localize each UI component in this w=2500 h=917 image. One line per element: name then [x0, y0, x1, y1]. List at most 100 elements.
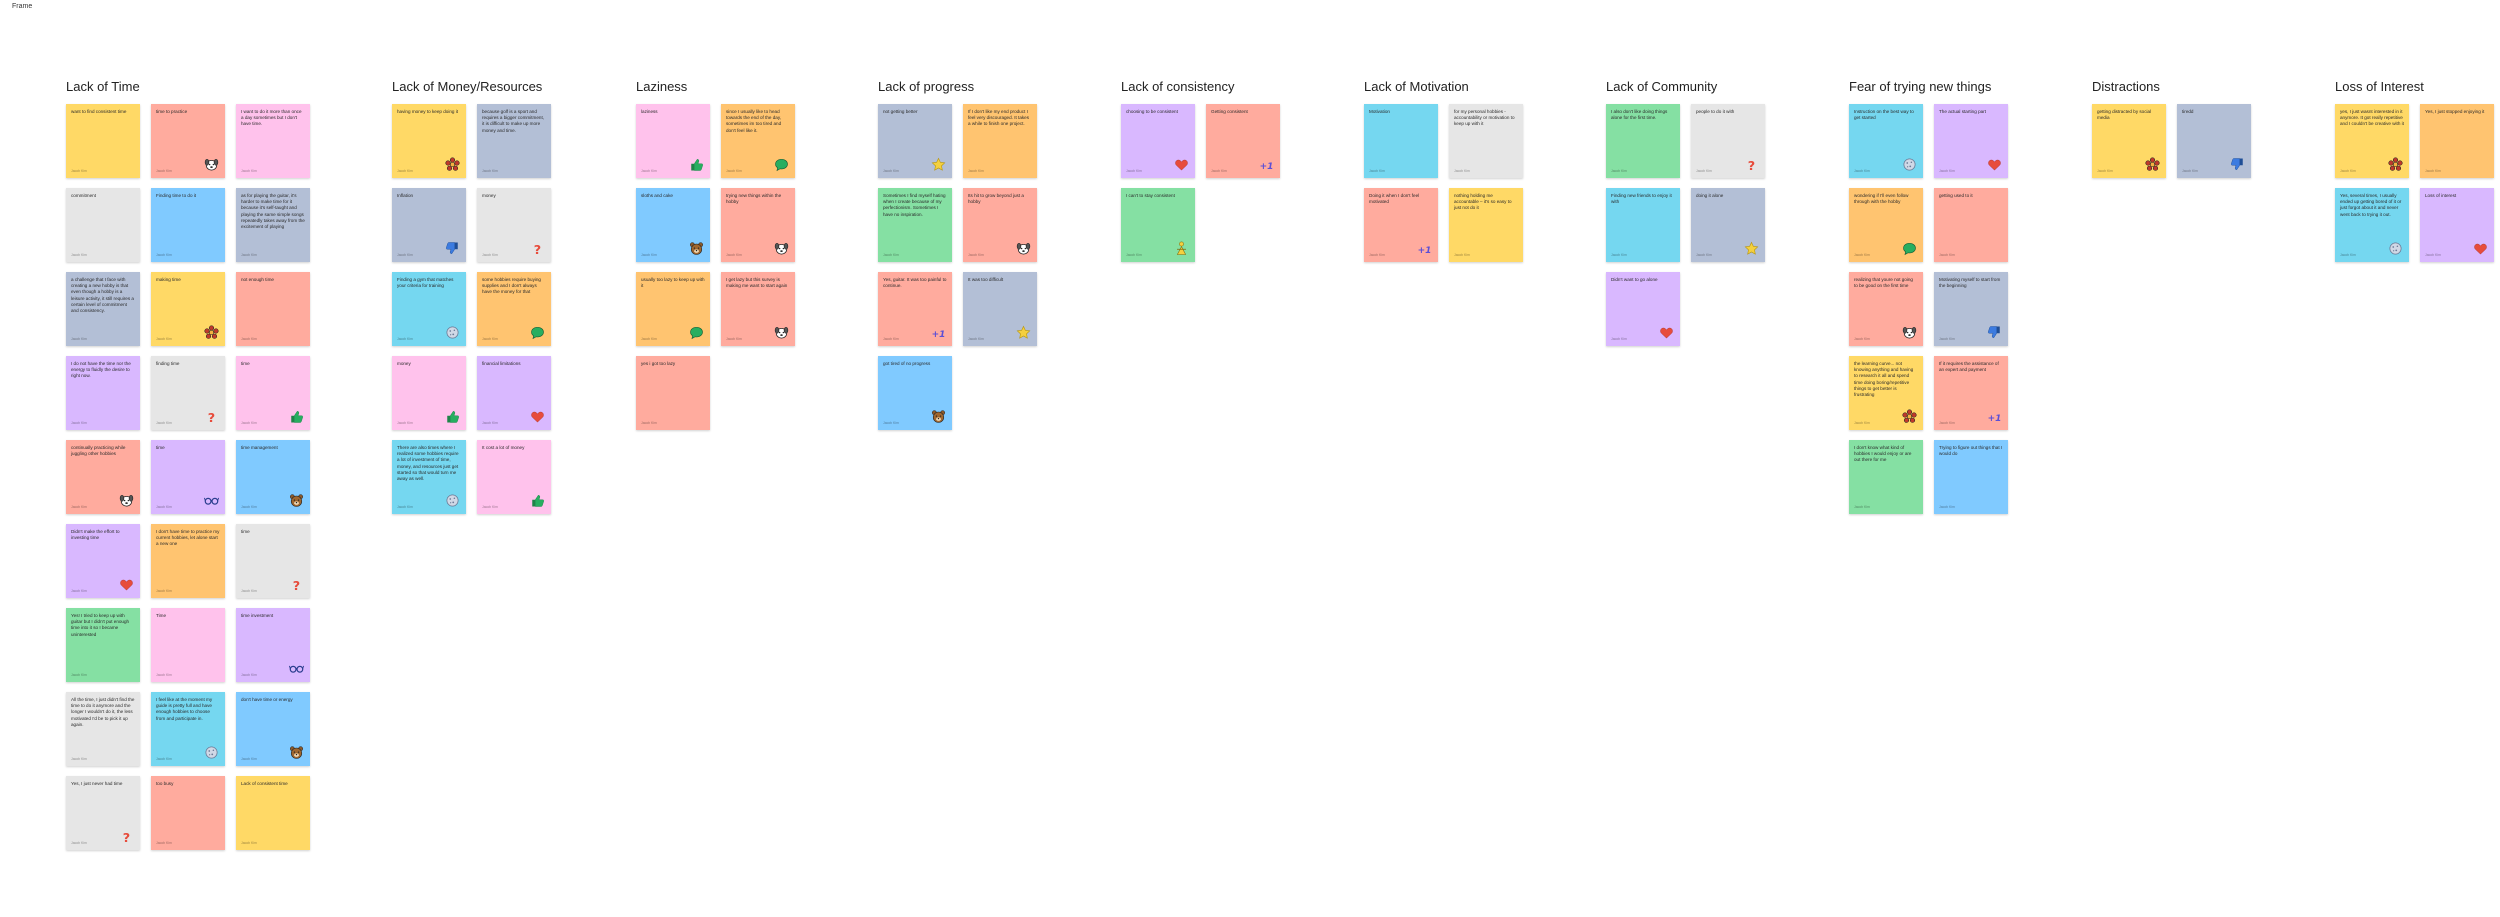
- sticky-note[interactable]: I don't know what kind of hobbies I woul…: [1849, 440, 1923, 514]
- sticky-note[interactable]: Yes, guitar. It was too painful to conti…: [878, 272, 952, 346]
- sticky-note[interactable]: as for playing the guitar, it's harder t…: [236, 188, 310, 262]
- sticky-note[interactable]: nothing holding me accountable – it's so…: [1449, 188, 1523, 262]
- sticky-note[interactable]: since I usually like to head towards the…: [721, 104, 795, 178]
- cluster-title[interactable]: Laziness: [636, 79, 688, 94]
- sticky-note-author: Jacob Kim: [883, 253, 899, 257]
- cluster-title[interactable]: Distractions: [2092, 79, 2160, 94]
- heart-sticker-icon: [2473, 241, 2488, 256]
- thumbsup-sticker-icon: [289, 409, 304, 424]
- sticky-note[interactable]: All the time, I just didn't find the tim…: [66, 692, 140, 766]
- cluster-title[interactable]: Loss of Interest: [2335, 79, 2424, 94]
- sticky-note-author: Jacob Kim: [397, 421, 413, 425]
- sticky-note[interactable]: Instruction on the best way to get start…: [1849, 104, 1923, 178]
- sticky-note[interactable]: realizing that youre not going to be goo…: [1849, 272, 1923, 346]
- sticky-note-text: It was too difficult: [968, 277, 1004, 282]
- sticky-note[interactable]: I get lazy but this survey is making me …: [721, 272, 795, 346]
- sticky-note[interactable]: If I don't like my end product I feel ve…: [963, 104, 1037, 178]
- cluster-title[interactable]: Lack of consistency: [1121, 79, 1235, 94]
- sticky-note[interactable]: If it requires the assistance of an expe…: [1934, 356, 2008, 430]
- sticky-note[interactable]: I want to do it more than once a day som…: [236, 104, 310, 178]
- sticky-note[interactable]: Finding a gym that matches your criteria…: [392, 272, 466, 346]
- sticky-note[interactable]: I do not have the time nor the energy to…: [66, 356, 140, 430]
- sticky-note[interactable]: a challenge that I face with creating a …: [66, 272, 140, 346]
- svg-text:?: ?: [293, 579, 300, 592]
- sticky-note[interactable]: I don't have time to practice my current…: [151, 524, 225, 598]
- sticky-note[interactable]: I feel like at the moment my guide is pr…: [151, 692, 225, 766]
- cluster-title[interactable]: Lack of Community: [1606, 79, 1718, 94]
- sticky-note-author: Jacob Kim: [726, 253, 742, 257]
- sticky-note[interactable]: the learning curve... not knowing anythi…: [1849, 356, 1923, 430]
- cluster-title[interactable]: Lack of Money/Resources: [392, 79, 543, 94]
- sticky-note[interactable]: Trying to figure out things that I would…: [1934, 440, 2008, 514]
- sticky-note[interactable]: because golf is a sport and requires a b…: [477, 104, 551, 178]
- cluster-title[interactable]: Fear of trying new things: [1849, 79, 1992, 94]
- sticky-note-author: Jacob Kim: [1854, 337, 1870, 341]
- cluster-title[interactable]: Lack of progress: [878, 79, 975, 94]
- sticky-note[interactable]: Didn't make the effort to investing time…: [66, 524, 140, 598]
- sticky-note[interactable]: Yes! I tried to keep up with guitar but …: [66, 608, 140, 682]
- sticky-note[interactable]: Sometimes I find myself hating when I cr…: [878, 188, 952, 262]
- cluster-title[interactable]: Lack of Time: [66, 79, 140, 94]
- cluster-title[interactable]: Lack of Motivation: [1364, 79, 1469, 94]
- sticky-note-text: Lack of consistent time: [241, 781, 288, 786]
- sticky-note[interactable]: yes, I just wasnt interested in it anymo…: [2335, 104, 2409, 178]
- sticky-note[interactable]: continually practicing while juggling ot…: [66, 440, 140, 514]
- sticky-note[interactable]: Motivating myself to start from the begi…: [1934, 272, 2008, 346]
- sticky-note[interactable]: I also don't like doing things alone for…: [1606, 104, 1680, 178]
- sticky-note[interactable]: for my personal hobbies - accountability…: [1449, 104, 1523, 178]
- sticky-note-author: Jacob Kim: [1939, 505, 1955, 509]
- sticky-note[interactable]: wondering if I'll even follow through wi…: [1849, 188, 1923, 262]
- person-sticker-icon: [1174, 241, 1189, 256]
- sticky-note[interactable]: some hobbies require buying supplies and…: [477, 272, 551, 346]
- sticky-note[interactable]: There are also times where I realized so…: [392, 440, 466, 514]
- sticky-note[interactable]: Yes, several times, I usually ended up g…: [2335, 188, 2409, 262]
